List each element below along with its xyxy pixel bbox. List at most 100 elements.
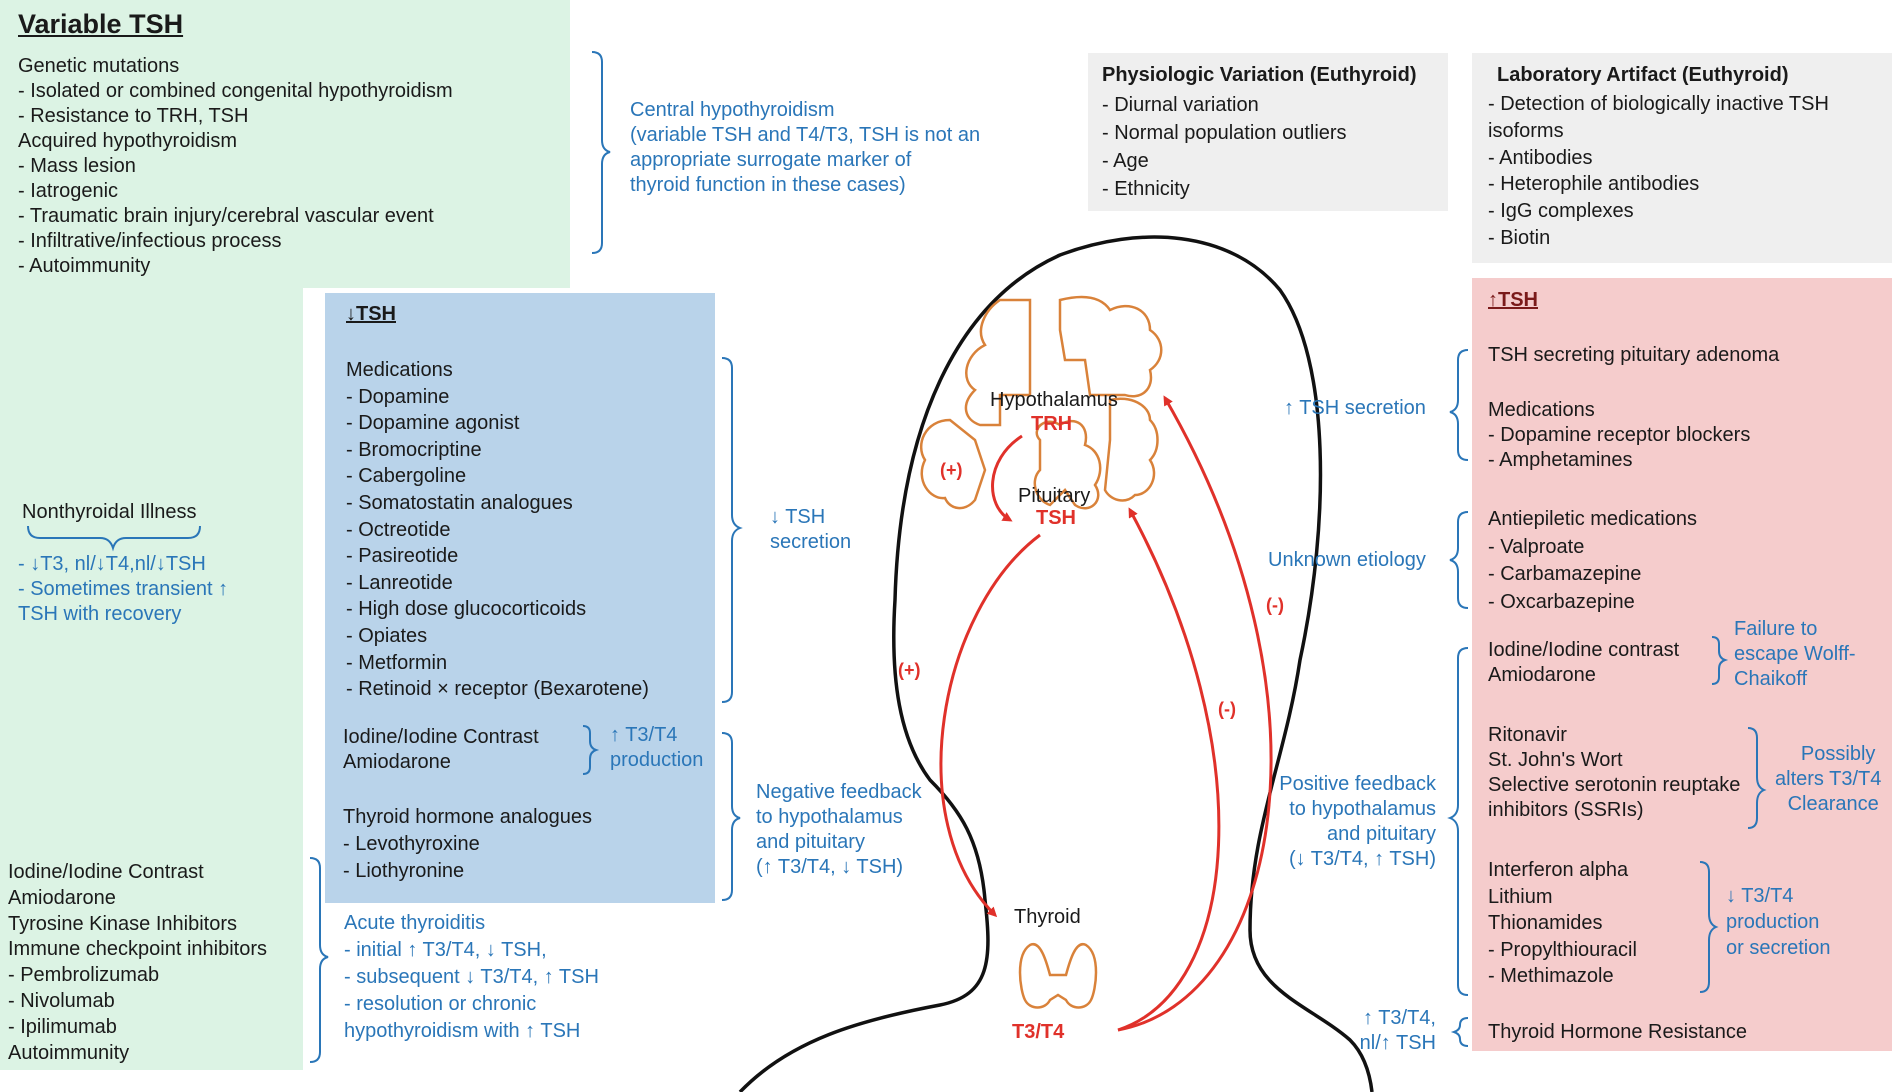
note-line: appropriate surrogate marker of <box>630 149 912 171</box>
list-item: - Carbamazepine <box>1488 563 1642 585</box>
note-line: Positive feedback <box>1279 773 1436 795</box>
list-item: Interferon alpha <box>1488 859 1629 881</box>
bracket-production <box>1699 861 1719 993</box>
lab-artifact-title: Laboratory Artifact (Euthyroid) <box>1497 64 1789 86</box>
lab-artifact-list: - Detection of biologically inactive TSH… <box>1488 91 1829 252</box>
note-line: alters T3/T4 <box>1775 768 1882 790</box>
list-item: - Infiltrative/infectious process <box>18 230 282 252</box>
note-line: thyroid function in these cases) <box>630 174 906 196</box>
note-line: (↓ T3/T4, ↑ TSH) <box>1288 848 1436 870</box>
high-tsh-title: ↑TSH <box>1488 289 1538 311</box>
wolff-chaikoff-note: Failure to escape Wolff- Chaikoff <box>1734 617 1856 692</box>
list-item: - Normal population outliers <box>1102 122 1347 144</box>
high-tsh-iodine: Iodine/Iodine contrast Amiodarone <box>1488 638 1679 688</box>
list-item: Thionamides <box>1488 912 1603 934</box>
note-line: or secretion <box>1726 937 1831 959</box>
list-item: - Liothyronine <box>343 860 465 882</box>
list-item: - Oxcarbazepine <box>1488 590 1635 613</box>
note-line: to hypothalamus <box>1289 798 1436 820</box>
variable-tsh-title: Variable TSH <box>18 9 184 39</box>
list-item: - Dopamine agonist <box>346 412 520 435</box>
acute-thyroiditis-note: Acute thyroiditis - initial ↑ T3/T4, ↓ T… <box>344 910 599 1045</box>
hypothalamus-label: Hypothalamus <box>990 389 1118 411</box>
bracket-central <box>591 51 611 254</box>
minus-sign-hypothalamus: (-) <box>1266 595 1284 615</box>
plus-sign-tsh: (+) <box>898 660 921 680</box>
list-item: - Biotin <box>1488 226 1551 249</box>
note-line: and pituitary <box>1327 823 1436 845</box>
high-tsh-production-note: ↓ T3/T4 production or secretion <box>1726 883 1831 961</box>
list-item: - Retinoid × receptor (Bexarotene) <box>346 678 649 701</box>
thyroid-gland-icon <box>1018 943 1098 1009</box>
physiologic-box <box>1088 53 1448 211</box>
list-item: Genetic mutations <box>18 55 180 77</box>
bracket-right-secretion <box>1449 349 1469 461</box>
list-item: Amiodarone <box>343 751 451 773</box>
note-line: Negative feedback <box>756 781 922 803</box>
list-item: Selective serotonin reuptake <box>1488 774 1741 796</box>
list-item: - Amphetamines <box>1488 449 1633 471</box>
list-item: - Heterophile antibodies <box>1488 173 1700 196</box>
note-line: ↓ TSH <box>770 506 826 528</box>
thyroid-label: Thyroid <box>1014 906 1081 928</box>
list-item: Iodine/Iodine contrast <box>1488 639 1680 661</box>
resistance-note: ↑ T3/T4, nl/↑ TSH <box>1340 1006 1436 1056</box>
note-line: ↓ T3/T4 <box>1726 885 1794 907</box>
list-item: - Traumatic brain injury/cerebral vascul… <box>18 205 434 227</box>
note-line: Possibly <box>1800 743 1876 765</box>
list-item: - Nivolumab <box>8 989 115 1012</box>
negative-feedback-note: Negative feedback to hypothalamus and pi… <box>756 780 922 880</box>
note-line: Chaikoff <box>1734 668 1808 690</box>
list-item: - Propylthiouracil <box>1488 938 1637 961</box>
tsh-secretion-note: ↑ TSH secretion <box>1284 397 1426 419</box>
positive-feedback-note: Positive feedback to hypothalamus and pi… <box>1274 772 1436 872</box>
high-tsh-box <box>1472 278 1892 1051</box>
note-line: (variable TSH and T4/T3, TSH is not an <box>630 124 981 146</box>
high-tsh-ritonavir: Ritonavir St. John's Wort Selective sero… <box>1488 723 1740 823</box>
list-item: - Ipilimumab <box>8 1015 117 1038</box>
pituitary-label: Pituitary <box>1018 485 1091 507</box>
list-item: - Antibodies <box>1488 146 1593 169</box>
bracket-right-unknown <box>1449 511 1469 609</box>
variable-tsh-box <box>0 0 570 288</box>
unknown-etiology-note: Unknown etiology <box>1268 549 1426 571</box>
bracket-low-tsh-meds <box>721 357 743 703</box>
lab-artifact-box <box>1472 53 1892 263</box>
note-line: production <box>610 749 704 771</box>
arrow-trh-to-pituitary <box>991 434 1023 522</box>
list-item: - Sometimes transient ↑ <box>18 578 229 600</box>
physiologic-title: Physiologic Variation (Euthyroid) <box>1102 64 1417 86</box>
list-item: - Levothyroxine <box>343 833 480 855</box>
list-item: - IgG complexes <box>1488 200 1634 223</box>
list-item: Medications <box>346 359 453 381</box>
tsh-label: TSH <box>1036 507 1076 529</box>
list-item: Acquired hypothyroidism <box>18 130 237 152</box>
note-line: hypothyroidism with ↑ TSH <box>344 1020 581 1042</box>
variable-tsh-list: Genetic mutations - Isolated or combined… <box>18 54 453 279</box>
list-item: isoforms <box>1488 119 1564 142</box>
note-line: - initial ↑ T3/T4, ↓ TSH, <box>344 939 547 961</box>
list-item: - Pembrolizumab <box>8 964 160 987</box>
list-item: - Dopamine receptor blockers <box>1488 424 1751 446</box>
left-bottom-list: Iodine/Iodine Contrast Amiodarone Tyrosi… <box>8 860 267 1066</box>
bracket-wolff <box>1711 636 1729 685</box>
physiologic-list: - Diurnal variation - Normal population … <box>1102 91 1347 203</box>
list-item: Autoimmunity <box>8 1041 130 1064</box>
list-item: - Octreotide <box>346 518 451 541</box>
nonthyroidal-title: Nonthyroidal Illness <box>22 501 197 523</box>
list-item: - Lanreotide <box>346 571 453 594</box>
list-item: - Isolated or combined congenital hypoth… <box>18 80 453 102</box>
high-tsh-interferon: Interferon alpha Lithium Thionamides - P… <box>1488 857 1637 990</box>
note-line: and pituitary <box>756 831 865 853</box>
list-item: Iodine/Iodine Contrast <box>343 726 539 748</box>
arrow-thyroid-to-hypothalamus <box>1117 395 1273 1032</box>
list-item: Lithium <box>1488 885 1553 908</box>
bracket-nonthyroidal <box>27 525 201 552</box>
low-tsh-secretion-note: ↓ TSH secretion <box>770 505 851 555</box>
list-item: TSH with recovery <box>18 603 182 625</box>
list-item: Medications <box>1488 399 1595 421</box>
clearance-note: Possibly alters T3/T4 Clearance <box>1775 742 1881 817</box>
list-item: - ↓T3, nl/↓T4,nl/↓TSH <box>18 553 206 575</box>
head-outline <box>738 235 1374 1092</box>
